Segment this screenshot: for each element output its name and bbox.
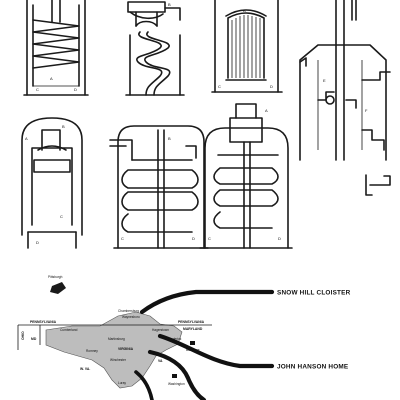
route-southwest: [134, 370, 154, 400]
label-b-fig2: B: [168, 2, 171, 7]
town-martinsburg: Martinsburg: [108, 337, 125, 341]
destination-hanson: JOHN HANSON HOME: [277, 364, 349, 371]
still-figure-baffle-column: A C D: [23, 0, 89, 96]
town-luray: Luray: [118, 381, 126, 385]
still-figure-coiled-vessel: C B D: [109, 125, 209, 249]
label-a-fig1: A: [50, 76, 53, 81]
still-figure-small-coil-top: B: [127, 1, 181, 27]
route-map: Pittsburgh SNOW HILL CLOISTER JOHN HANSO…: [17, 275, 351, 400]
state-maryland: MARYLAND: [183, 327, 203, 331]
town-waynesboro: Waynesboro: [122, 315, 140, 319]
state-pa-right: PENNSYLVANIA: [178, 320, 205, 324]
label-c-fig7: C: [121, 236, 124, 241]
label-d-fig1: D: [74, 87, 77, 92]
label-b-fig6: B: [62, 124, 65, 129]
label-c-fig4: C: [218, 84, 221, 89]
state-md-short: MD: [31, 337, 37, 341]
still-figure-helical-coil: [125, 31, 185, 96]
label-c-fig1: C: [36, 87, 39, 92]
town-frederick: Frederick: [168, 337, 182, 341]
label-c-fig6: C: [60, 214, 63, 219]
label-b-fig7: B: [168, 136, 171, 141]
route-hanson: [157, 333, 275, 369]
baltimore-marker: [190, 341, 195, 345]
label-e-fig5: E: [323, 78, 326, 83]
pittsburgh-marker: [50, 282, 66, 294]
state-wva: W. VA.: [80, 367, 90, 371]
town-baltimore: Baltimore: [186, 348, 200, 352]
town-cumberland: Cumberland: [60, 328, 78, 332]
label-d-fig8: D: [278, 236, 281, 241]
state-ohio: OHIO: [21, 331, 25, 340]
town-hagerstown: Hagerstown: [152, 328, 169, 332]
still-figure-retort: A B C D: [21, 117, 83, 249]
town-washington: Washington: [168, 382, 185, 386]
state-virginia: VIRGINIA: [118, 347, 134, 351]
town-pittsburgh: Pittsburgh: [48, 275, 63, 279]
town-chambersburg: Chambersburg: [118, 309, 139, 313]
shaded-region: [45, 311, 183, 389]
label-d-fig4: D: [270, 84, 273, 89]
washington-marker: [172, 374, 177, 378]
still-figure-tube-bundle: A C D: [211, 0, 283, 93]
route-snow-hill: [139, 289, 275, 315]
town-winchester: Winchester: [110, 358, 127, 362]
still-figure-pot-coils: A C D: [199, 103, 293, 249]
label-a-fig6: A: [25, 136, 28, 141]
label-d-fig6: D: [36, 240, 39, 245]
label-f-fig5: F: [365, 108, 368, 113]
state-va-short: VA: [158, 359, 163, 363]
state-pa-left: PENNSYLVANIA: [30, 320, 57, 324]
destination-snow-hill: SNOW HILL CLOISTER: [277, 290, 351, 297]
label-a-fig8: A: [265, 108, 268, 113]
route-south: [147, 349, 207, 400]
label-a-fig4: A: [243, 8, 246, 13]
label-d-fig7: D: [192, 236, 195, 241]
label-c-fig8: C: [208, 236, 211, 241]
town-romney: Romney: [86, 349, 98, 353]
still-figure-column-with-piping: E F: [299, 0, 391, 196]
